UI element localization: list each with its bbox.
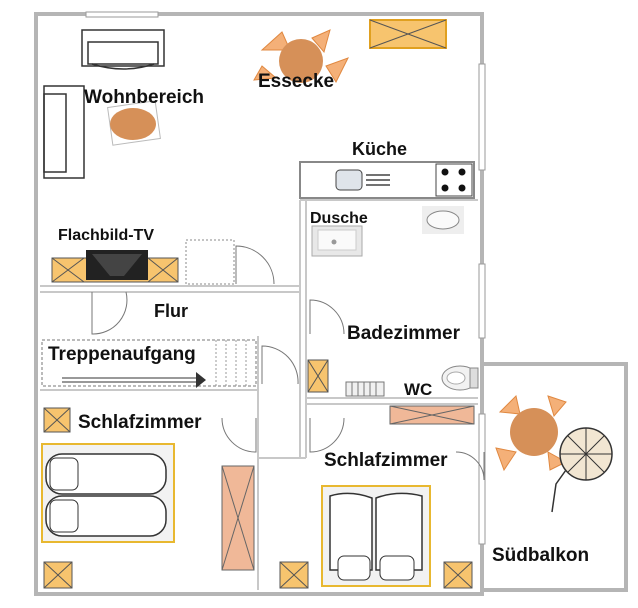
storage-box	[369, 19, 447, 49]
storage-box	[443, 561, 473, 589]
kitchen-counter	[299, 161, 475, 199]
windows	[85, 11, 486, 545]
sofa-icon	[81, 29, 165, 70]
parasol-icon	[551, 427, 613, 513]
stair-steps	[215, 340, 247, 386]
bed-icon	[321, 485, 431, 587]
bed-icon	[41, 443, 175, 543]
staircase	[41, 339, 257, 388]
table-icon	[107, 100, 161, 146]
room-label-bedroom-right: Schlafzimmer	[324, 450, 448, 471]
balcony-walls	[484, 362, 628, 592]
storage-box	[307, 359, 329, 393]
dining-table-icon	[253, 29, 350, 84]
room-label-balcony: Südbalkon	[492, 545, 590, 566]
room-label-stairs: Treppenaufgang	[48, 344, 196, 365]
interior-walls	[40, 199, 478, 590]
radiator	[345, 381, 385, 397]
room-label-wc: WC	[404, 380, 433, 399]
room-label-bedroom-left: Schlafzimmer	[78, 412, 202, 433]
room-label-hall: Flur	[154, 301, 188, 321]
closet	[185, 239, 235, 285]
storage-box	[43, 561, 73, 589]
room-label-bathroom: Badezimmer	[347, 323, 460, 344]
table-icon	[495, 395, 568, 472]
storage-box	[279, 561, 309, 589]
sink-icon	[422, 206, 464, 234]
toilet-icon	[441, 365, 479, 391]
wardrobe	[389, 405, 475, 425]
room-label-shower: Dusche	[310, 210, 368, 227]
television-icon	[51, 250, 179, 283]
doors	[91, 245, 485, 481]
room-label-living: Wohnbereich	[84, 87, 204, 108]
storage-box	[43, 407, 71, 433]
sofa-icon	[43, 85, 85, 179]
wardrobe	[221, 465, 255, 571]
room-label-dining: Essecke	[258, 71, 335, 92]
room-label-kitchen: Küche	[352, 139, 408, 159]
sink-icon	[311, 225, 363, 257]
room-label-tv: Flachbild-TV	[58, 227, 154, 244]
